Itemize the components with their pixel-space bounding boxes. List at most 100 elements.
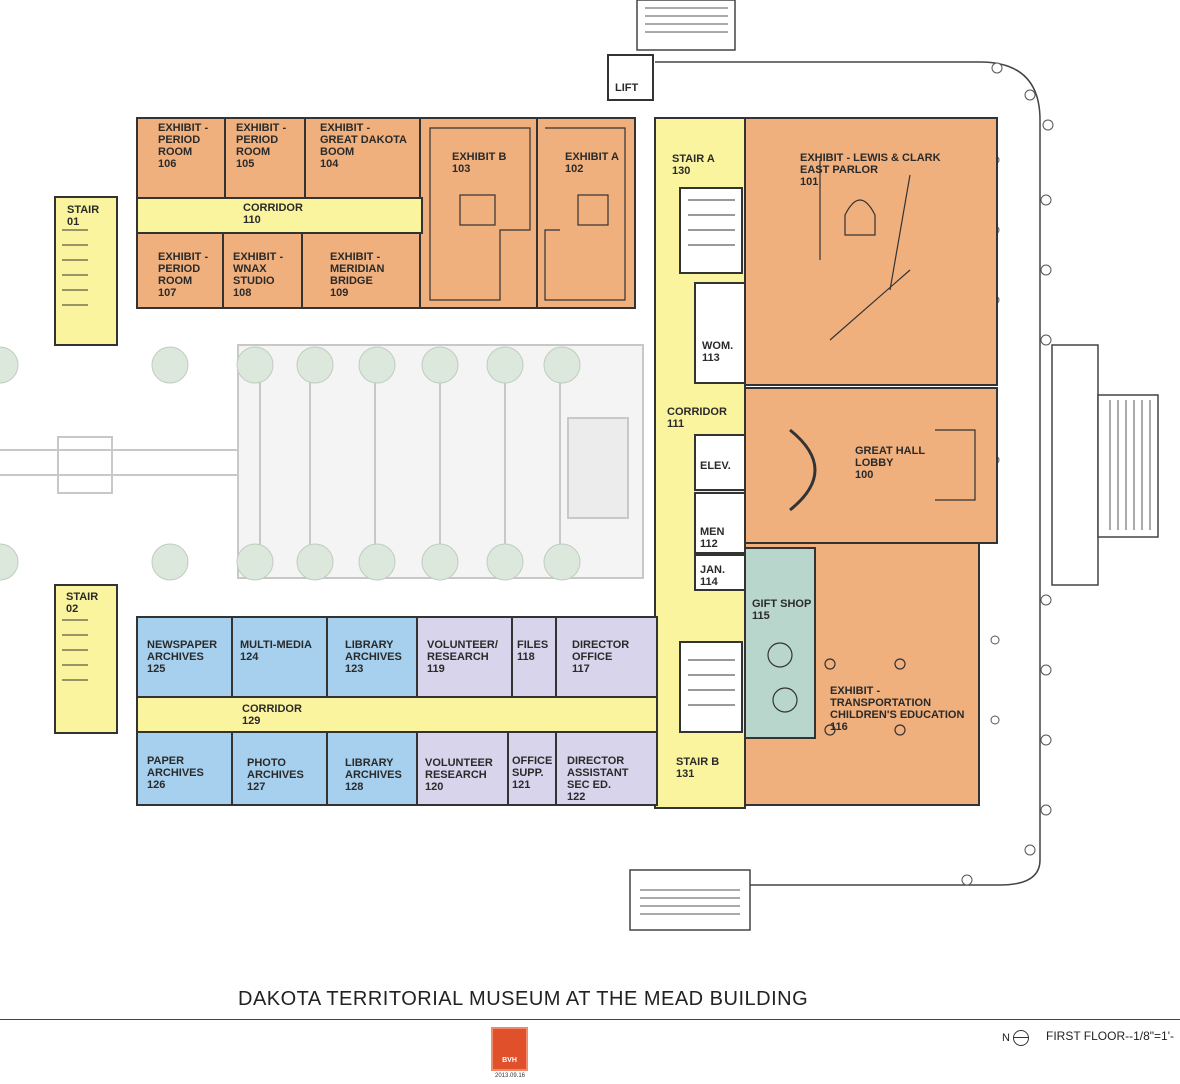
porch-outline <box>629 0 1159 931</box>
room-label-line: EXHIBIT - <box>158 251 208 263</box>
room-label-line: GIFT SHOP <box>752 598 811 610</box>
room-label-line: EXHIBIT - LEWIS & CLARK <box>800 152 941 164</box>
room-label-lift: LIFT <box>615 82 638 94</box>
room-label-line: 128 <box>345 781 363 793</box>
room-label-line: ROOM <box>158 146 192 158</box>
north-arrow-icon <box>1013 1030 1029 1046</box>
room-label-line: CORRIDOR <box>667 406 727 418</box>
room-label-line: 123 <box>345 663 363 675</box>
room-label-line: DIRECTOR <box>572 639 629 651</box>
room-label-line: LIBRARY <box>345 757 394 769</box>
room-label-line: LIFT <box>615 82 638 94</box>
room-label-line: MULTI-MEDIA <box>240 639 312 651</box>
room-label-line: STAIR B <box>676 756 719 768</box>
room-label-line: 118 <box>517 651 535 663</box>
room-label-line: OFFICE <box>572 651 612 663</box>
room-label-line: PERIOD <box>236 134 278 146</box>
room-label-line: EAST PARLOR <box>800 164 878 176</box>
room-label-line: ARCHIVES <box>345 651 402 663</box>
room-label-line: PERIOD <box>158 134 200 146</box>
room-label-line: MERIDIAN <box>330 263 384 275</box>
bvh-logo: BVH <box>491 1027 528 1071</box>
plan-title: DAKOTA TERRITORIAL MUSEUM AT THE MEAD BU… <box>238 988 809 1010</box>
room-label-line: 113 <box>702 352 720 364</box>
room-label-line: ROOM <box>236 146 270 158</box>
room-label-line: 122 <box>567 791 585 803</box>
room-label-line: 110 <box>243 214 261 226</box>
room-label-line: 111 <box>667 418 684 430</box>
room-label-line: ARCHIVES <box>345 769 402 781</box>
room-label-line: ARCHIVES <box>147 767 204 779</box>
room-label-line: STAIR A <box>672 153 715 165</box>
room-label-line: EXHIBIT - <box>330 251 380 263</box>
room-label-line: MEN <box>700 526 725 538</box>
room-label-line: TRANSPORTATION <box>830 697 931 709</box>
room-label-line: PHOTO <box>247 757 286 769</box>
room-label-line: EXHIBIT - <box>233 251 283 263</box>
room-label-line: 124 <box>240 651 259 663</box>
room-label-line: 112 <box>700 538 718 550</box>
room-label-line: 01 <box>67 216 79 228</box>
room-label-line: GREAT HALL <box>855 445 925 457</box>
room-label-line: BRIDGE <box>330 275 373 287</box>
room-label-line: EXHIBIT - <box>830 685 880 697</box>
room-label-line: VOLUNTEER <box>425 757 493 769</box>
room-label-line: 101 <box>800 176 818 188</box>
room-label-line: 119 <box>427 663 445 675</box>
room-label-line: 126 <box>147 779 165 791</box>
room-label-line: CORRIDOR <box>243 202 303 214</box>
rooms-archive <box>136 616 418 806</box>
room-label-line: JAN. <box>700 564 725 576</box>
room-label-line: 121 <box>512 779 530 791</box>
rooms-service <box>607 54 746 733</box>
rooms-office <box>416 616 658 806</box>
room-label-line: 125 <box>147 663 165 675</box>
room-label-line: EXHIBIT - <box>158 122 208 134</box>
room-label-line: LIBRARY <box>345 639 394 651</box>
room-label-line: OFFICE <box>512 755 552 767</box>
rooms-exhibit <box>136 117 998 806</box>
room-label-line: 102 <box>565 163 583 175</box>
room-label-line: STAIR <box>67 204 99 216</box>
room-label-line: ROOM <box>158 275 192 287</box>
room-label-line: 104 <box>320 158 339 170</box>
room-label-line: STUDIO <box>233 275 275 287</box>
room-label-line: VOLUNTEER/ <box>427 639 498 651</box>
room-label-line: FILES <box>517 639 548 651</box>
room-label-r114: JAN.114 <box>700 564 725 588</box>
room-label-line: GREAT DAKOTA <box>320 134 407 146</box>
room-label-line: 127 <box>247 781 265 793</box>
exhibit-details <box>429 127 976 736</box>
room-label-line: WOM. <box>702 340 733 352</box>
logo-text: BVH <box>502 1057 517 1064</box>
stair-treads <box>62 199 735 706</box>
courtyard-trees <box>0 346 581 581</box>
room-label-line: CHILDREN'S EDUCATION <box>830 709 964 721</box>
room-label-line: ASSISTANT <box>567 767 629 779</box>
room-label-line: 108 <box>233 287 251 299</box>
room-label-line: ARCHIVES <box>147 651 204 663</box>
room-label-line: NEWSPAPER <box>147 639 217 651</box>
room-label-line: 129 <box>242 715 260 727</box>
room-label-r113: WOM.113 <box>702 340 733 364</box>
room-label-line: EXHIBIT - <box>236 122 286 134</box>
